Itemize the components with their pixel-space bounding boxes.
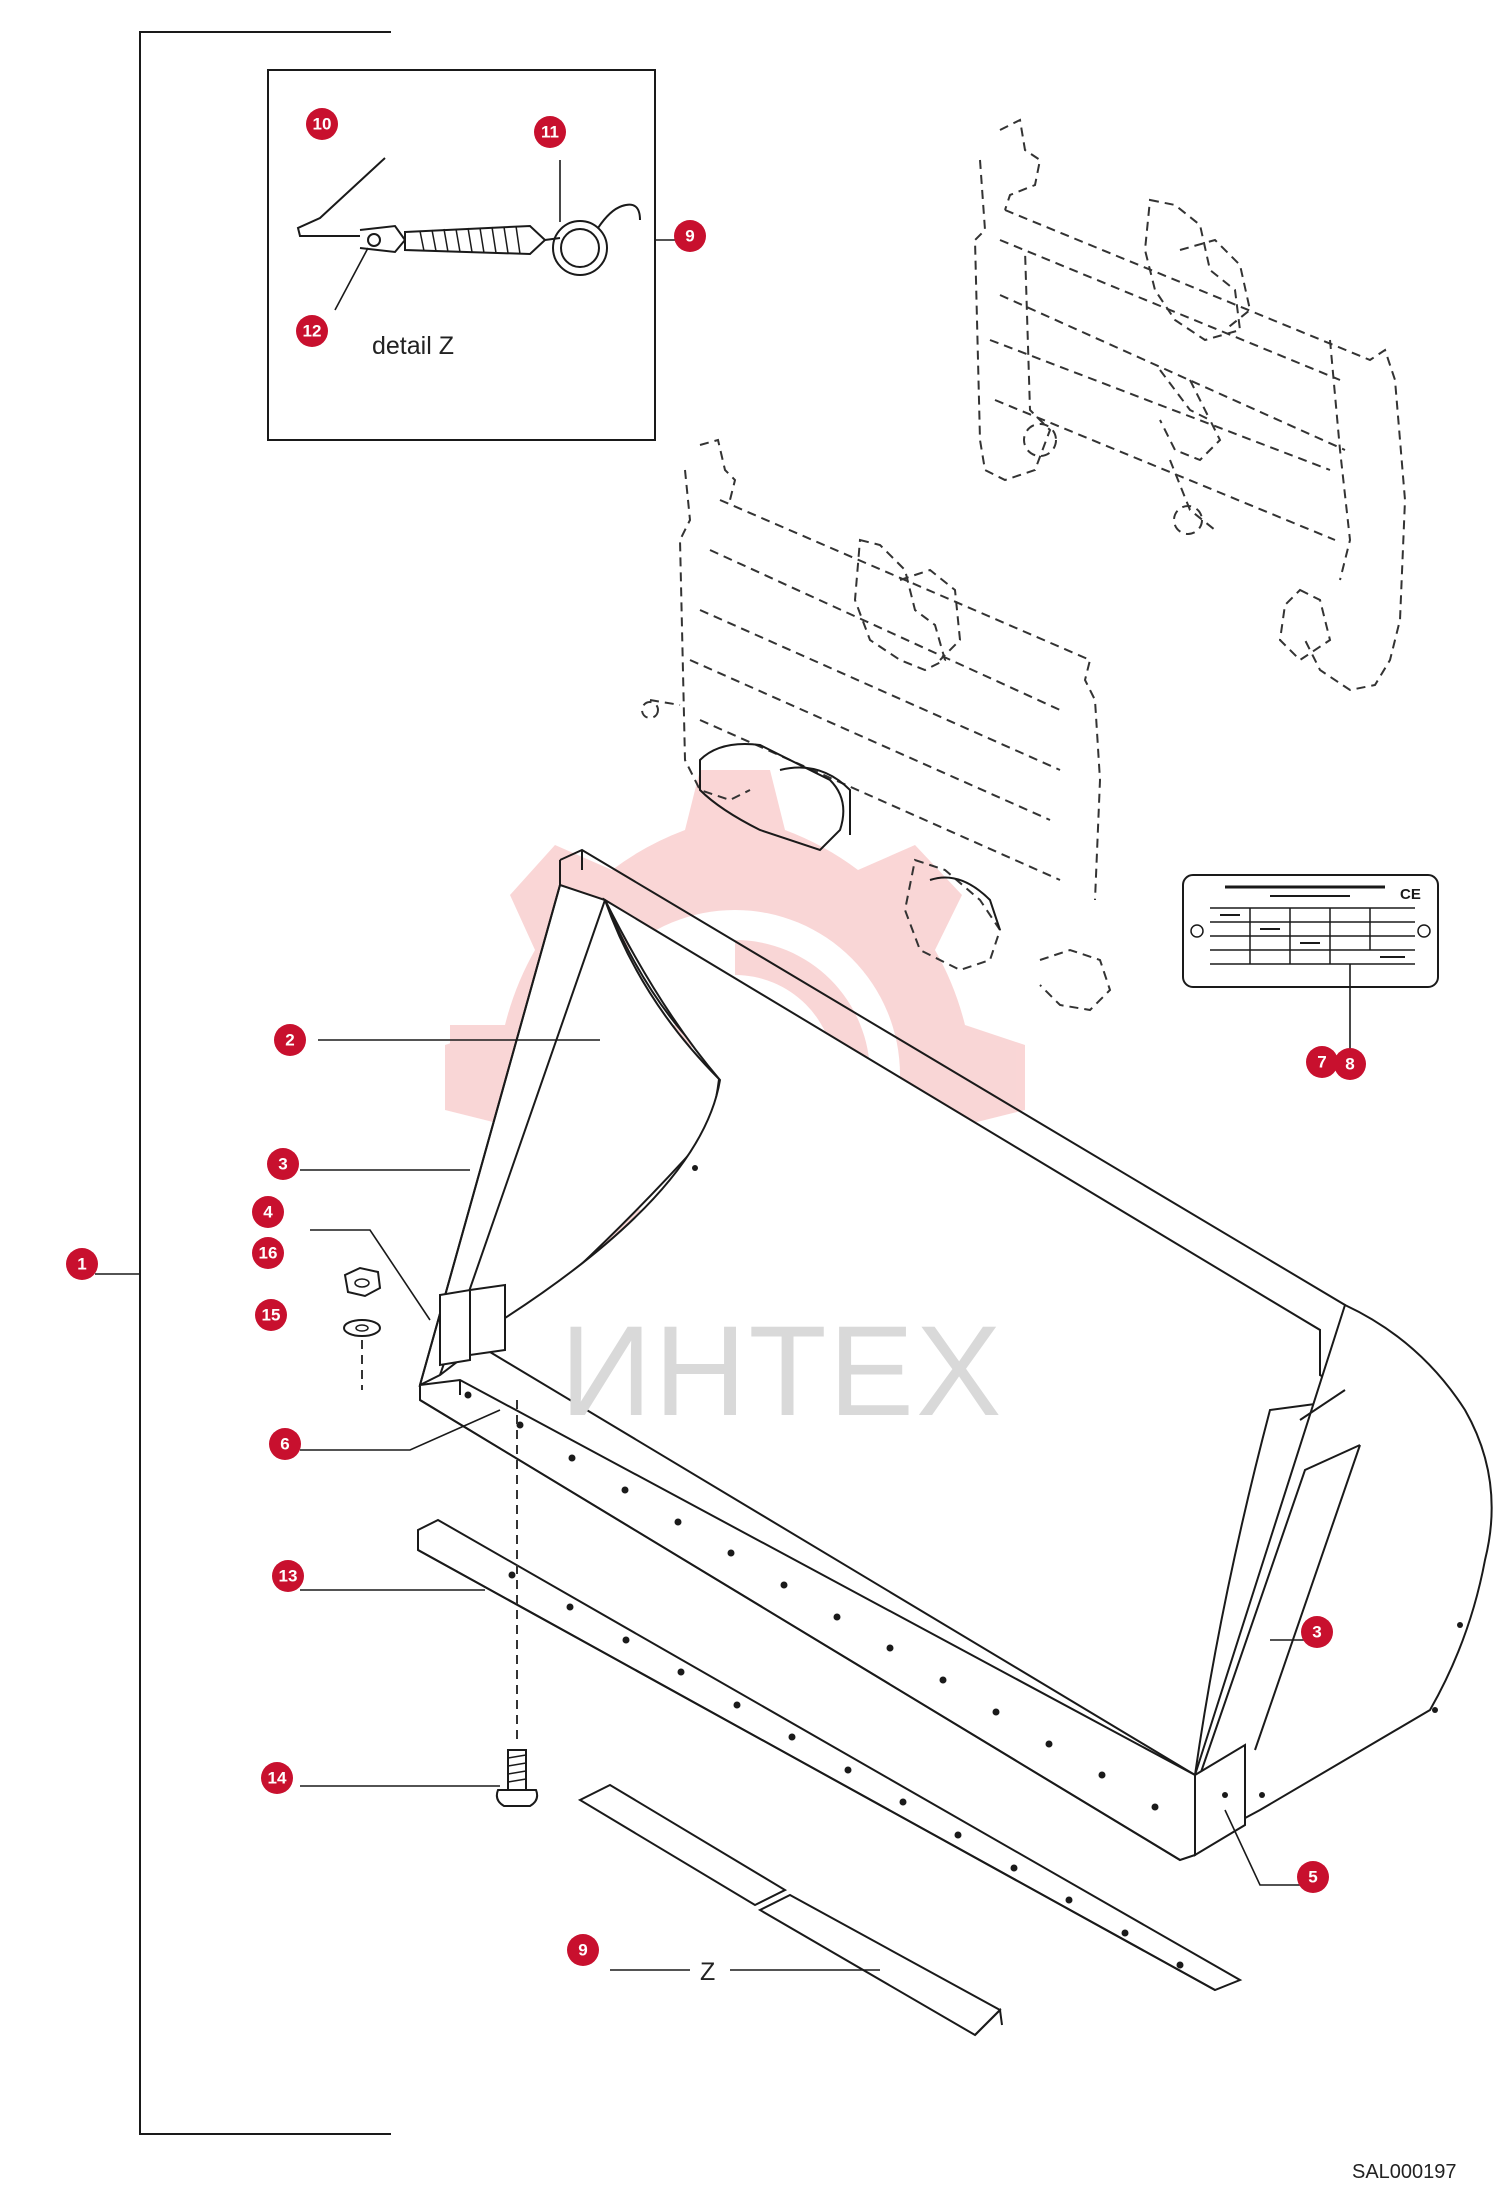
svg-text:7: 7 <box>1317 1053 1326 1072</box>
view-marker-z: Z <box>700 1958 715 1986</box>
ce-mark: CE <box>1400 886 1421 903</box>
svg-text:16: 16 <box>259 1244 278 1263</box>
callout-11[interactable]: 11 <box>534 116 566 148</box>
callout-1[interactable]: 1 <box>66 1248 98 1280</box>
svg-text:2: 2 <box>285 1031 294 1050</box>
leader-lines <box>300 1039 1305 1971</box>
svg-text:11: 11 <box>541 123 559 142</box>
callout-15[interactable]: 15 <box>255 1299 287 1331</box>
quick-coupler-lower <box>641 438 1112 1012</box>
assembly-bracket <box>95 31 391 2135</box>
drawing-code: SAL000197 <box>1352 2161 1457 2183</box>
svg-text:14: 14 <box>268 1769 287 1788</box>
callout-13[interactable]: 13 <box>272 1560 304 1592</box>
quick-coupler-upper <box>973 118 1407 692</box>
callout-3-right[interactable]: 3 <box>1301 1616 1333 1648</box>
callout-10[interactable]: 10 <box>306 108 338 140</box>
watermark-text: ИНТЕХ <box>560 1300 1003 1443</box>
callout-14[interactable]: 14 <box>261 1762 293 1794</box>
svg-text:1: 1 <box>77 1255 86 1274</box>
callout-12[interactable]: 12 <box>296 315 328 347</box>
callout-6[interactable]: 6 <box>269 1428 301 1460</box>
callout-4[interactable]: 4 <box>252 1196 284 1228</box>
callout-5[interactable]: 5 <box>1297 1861 1329 1893</box>
callout-8[interactable]: 8 <box>1334 1048 1366 1080</box>
svg-text:5: 5 <box>1308 1868 1317 1887</box>
svg-text:3: 3 <box>278 1155 287 1174</box>
callout-3-left[interactable]: 3 <box>267 1148 299 1180</box>
svg-text:3: 3 <box>1312 1623 1321 1642</box>
svg-text:9: 9 <box>685 227 694 246</box>
svg-text:4: 4 <box>263 1203 273 1222</box>
callout-9-bottom[interactable]: 9 <box>567 1934 599 1966</box>
callout-7[interactable]: 7 <box>1306 1046 1338 1078</box>
callout-16[interactable]: 16 <box>252 1237 284 1269</box>
svg-text:13: 13 <box>279 1567 298 1586</box>
svg-text:9: 9 <box>578 1941 587 1960</box>
svg-text:8: 8 <box>1345 1055 1354 1074</box>
cutting-edge-blade <box>417 1518 1243 1992</box>
blade-protectors <box>577 1783 1003 2037</box>
callout-9-detail[interactable]: 9 <box>674 220 706 252</box>
detail-z-label: detail Z <box>372 332 454 360</box>
bucket <box>418 848 1493 1862</box>
svg-text:15: 15 <box>262 1306 281 1325</box>
detail-z-box: detail Z <box>267 69 682 441</box>
svg-text:12: 12 <box>303 322 322 341</box>
callout-2[interactable]: 2 <box>274 1024 306 1056</box>
bolt-nut-washer <box>343 1266 539 1807</box>
identification-plate: CE <box>1182 874 1439 1050</box>
svg-text:6: 6 <box>280 1435 289 1454</box>
svg-text:10: 10 <box>313 115 332 134</box>
